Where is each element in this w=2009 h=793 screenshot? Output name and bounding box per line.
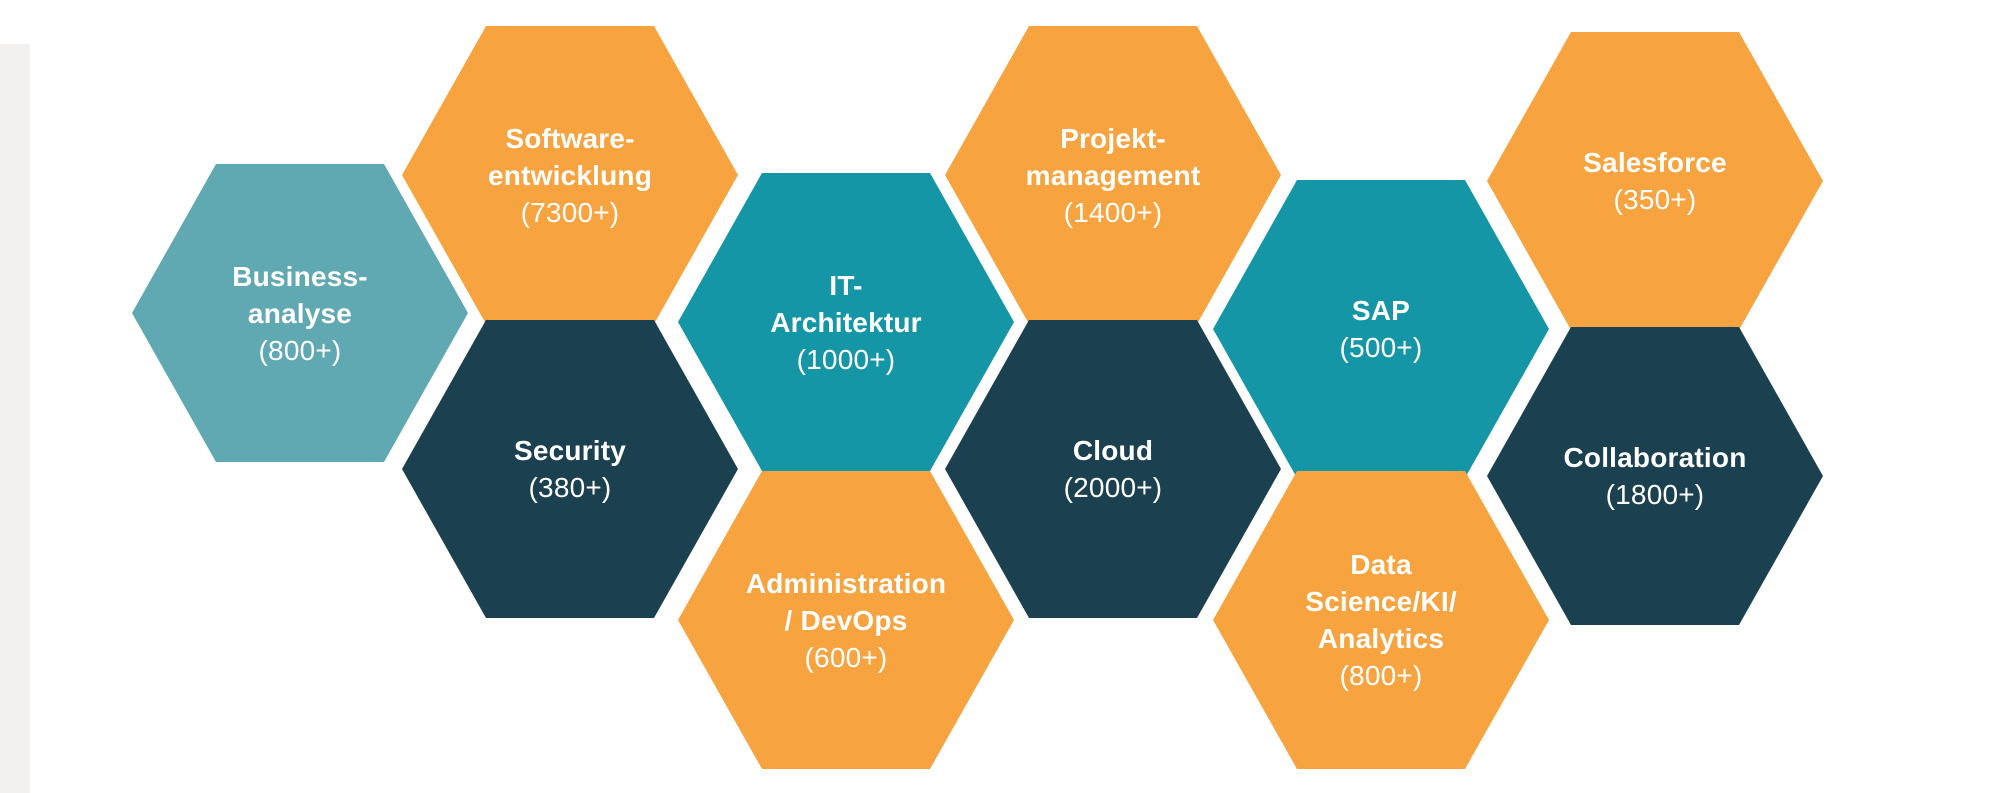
- page-edge-strip: [0, 44, 30, 793]
- hexagon-count: (7300+): [520, 196, 620, 228]
- hexagon-count: (500+): [1339, 332, 1423, 363]
- hexagon-label: Collaboration (1800+): [1505, 439, 1804, 513]
- hexagon-title-line: Software-: [505, 122, 635, 154]
- hexagon-title-line: Architektur: [770, 306, 922, 338]
- hexagon-count: (600+): [804, 641, 888, 673]
- hexagon-count: (1000+): [796, 343, 896, 375]
- hexagon-label: Business-analyse (800+): [174, 258, 426, 369]
- hexagon-label: Projekt-management (1400+): [968, 120, 1259, 231]
- hexagon-count: (800+): [1339, 660, 1423, 691]
- hexagon-label: Software-entwicklung (7300+): [430, 120, 710, 231]
- hexagon-title-line: Data: [1350, 549, 1412, 580]
- hexagon-title-line: Projekt-: [1060, 122, 1166, 154]
- hexagon-collaboration: Collaboration (1800+): [1487, 327, 1823, 625]
- hexagon-administration-devops: Administration / DevOps (600+): [678, 471, 1014, 769]
- hexagon-title-line: Security: [513, 435, 627, 466]
- hexagon-salesforce: Salesforce (350+): [1487, 32, 1823, 330]
- hexagon-security: Security (380+): [402, 320, 738, 618]
- hexagon-title-line: Analytics: [1317, 623, 1445, 654]
- hexagon-title-line: Science/KI/: [1305, 586, 1457, 617]
- hexagon-title-line: Administration: [745, 567, 947, 599]
- hexagon-count: (2000+): [1063, 472, 1163, 503]
- hexagon-title-line: Salesforce: [1583, 147, 1727, 178]
- hexagon-label: Security (380+): [456, 432, 684, 506]
- hexagon-label: SAP (500+): [1282, 292, 1481, 366]
- hexagon-software-entwicklung: Software-entwicklung (7300+): [402, 26, 738, 324]
- hexagon-label: Administration / DevOps (600+): [688, 565, 1004, 676]
- hexagon-title-line: IT-: [829, 269, 863, 301]
- hexagon-title-line: management: [1025, 159, 1201, 191]
- hexagon-label: IT- Architektur (1000+): [712, 267, 980, 378]
- hexagon-sap: SAP (500+): [1213, 180, 1549, 478]
- hexagon-count: (1800+): [1605, 479, 1705, 510]
- hexagon-title-line: Business-: [232, 260, 368, 292]
- hexagon-title-line: Collaboration: [1563, 442, 1747, 473]
- hexagon-count: (350+): [1613, 184, 1697, 215]
- hexagon-projektmanagement: Projekt-management (1400+): [945, 26, 1281, 324]
- hexagon-business-analyse: Business-analyse (800+): [132, 164, 468, 462]
- hexagon-count: (800+): [258, 334, 342, 366]
- hexagon-title-line: SAP: [1351, 295, 1411, 326]
- hexagon-label: Salesforce (350+): [1525, 144, 1785, 218]
- hexagon-title-line: / DevOps: [784, 604, 908, 636]
- hexagon-title-line: Cloud: [1072, 435, 1154, 466]
- hexagon-title-line: entwicklung: [488, 159, 652, 191]
- hexagon-count: (380+): [528, 472, 612, 503]
- hexagon-title-line: analyse: [247, 297, 353, 329]
- hexagon-count: (1400+): [1063, 196, 1163, 228]
- hexagon-it-architektur: IT- Architektur (1000+): [678, 173, 1014, 471]
- hexagon-label: Cloud (2000+): [1006, 432, 1221, 506]
- hexagon-cloud: Cloud (2000+): [945, 320, 1281, 618]
